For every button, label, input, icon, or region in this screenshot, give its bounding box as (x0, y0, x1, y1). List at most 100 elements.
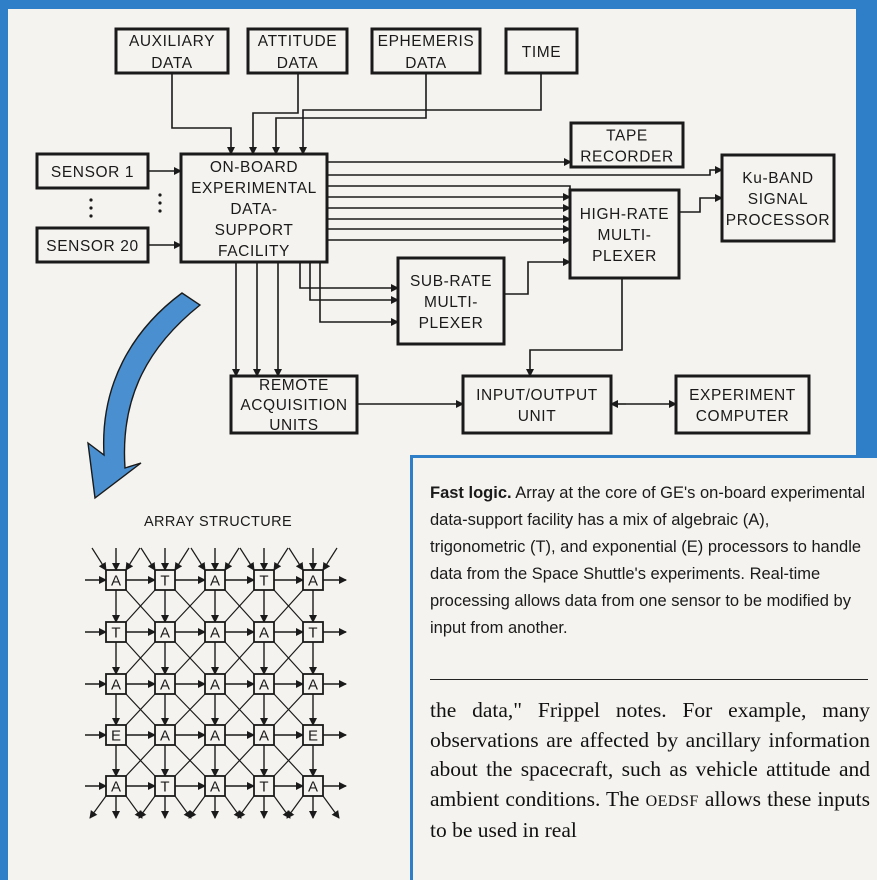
caption-text: Fast logic. Array at the core of GE's on… (430, 480, 868, 642)
array-cell: T (253, 775, 275, 797)
box-time: TIME (504, 27, 579, 75)
box-highrate-label: HIGH-RATE (580, 206, 670, 223)
array-cell-label: A (160, 728, 170, 745)
array-cell-label: A (111, 677, 121, 694)
box-remote-label: ACQUISITION (240, 397, 347, 414)
curved-arrow-icon (87, 292, 202, 500)
box-subrate-label: SUB-RATE (410, 273, 492, 290)
box-ku-label: PROCESSOR (726, 212, 830, 229)
array-cell: T (105, 621, 127, 643)
array-cell: A (204, 569, 226, 591)
array-diagonal (273, 547, 289, 571)
connector-line (272, 73, 427, 155)
box-auxiliary-label: DATA (151, 55, 192, 72)
array-cell-label: T (160, 779, 169, 796)
body-text-part2: allows these inputs to be used in real (430, 786, 870, 843)
array-cell: A (302, 569, 324, 591)
caption-rule (430, 679, 868, 680)
box-sensor20: SENSOR 20 (35, 226, 150, 264)
array-diagonal (89, 795, 107, 819)
array-cell: E (302, 724, 324, 746)
array-cell: T (302, 621, 324, 643)
array-cell: A (105, 569, 127, 591)
box-highrate: HIGH-RATE MULTI- PLEXER (568, 188, 681, 280)
figure-caption: Fast logic. Array at the core of GE's on… (413, 458, 877, 880)
array-cell: A (154, 724, 176, 746)
connector-line (309, 262, 399, 304)
connector-line (299, 262, 399, 292)
array-cell: A (154, 673, 176, 695)
box-sensor1-label: SENSOR 1 (51, 164, 134, 181)
array-diagonal (174, 744, 206, 777)
array-title: ARRAY STRUCTURE (144, 514, 292, 530)
array-diagonal (273, 589, 304, 623)
array-diagonal (188, 795, 206, 819)
box-ephemeris-label: DATA (405, 55, 446, 72)
box-highrate-label: MULTI- (597, 227, 651, 244)
box-attitude-label: ATTITUDE (258, 33, 337, 50)
box-oedsf-label: ON-BOARD (210, 159, 298, 176)
box-computer-label: EXPERIMENT (689, 387, 796, 404)
array-cell-label: T (259, 779, 268, 796)
array-diagonal (174, 589, 206, 623)
caption-body: Array at the core of GE's on-board exper… (430, 484, 866, 637)
array-cell-label: T (160, 573, 169, 590)
array-cell: E (105, 724, 127, 746)
connector-line (679, 194, 723, 213)
array-cell-label: A (111, 779, 121, 796)
array-diagonal (174, 547, 190, 571)
array-cell-label: A (259, 728, 269, 745)
array-diagonal (125, 744, 156, 777)
array-diagonal (273, 693, 304, 726)
box-oedsf-label: FACILITY (218, 243, 290, 260)
array-diagonal (138, 795, 156, 819)
array-diagonal (273, 744, 304, 777)
array-cell-label: A (259, 677, 269, 694)
array-cell: A (253, 621, 275, 643)
box-ephemeris-label: EPHEMERIS (378, 33, 475, 50)
array-cell: A (253, 724, 275, 746)
array-cell: A (204, 724, 226, 746)
array-cell: A (105, 775, 127, 797)
array-cell: A (302, 775, 324, 797)
array-cell-label: T (111, 625, 120, 642)
array-diagonal (91, 547, 107, 571)
array-diagonal (125, 589, 156, 623)
array-diagonal (288, 547, 304, 571)
array-cell: A (302, 673, 324, 695)
connector-line (504, 258, 571, 295)
array-cell: A (154, 621, 176, 643)
array-cell-label: A (160, 625, 170, 642)
array-diagonal (224, 641, 255, 675)
connector-line (171, 73, 235, 155)
array-diagonal (322, 547, 338, 571)
array-diagonal (125, 693, 156, 726)
array-cell-label: A (111, 573, 121, 590)
array-cell-label: A (210, 573, 220, 590)
box-highrate-label: PLEXER (592, 248, 657, 265)
box-ephemeris: EPHEMERIS DATA (370, 27, 482, 75)
box-oedsf-label: DATA- (230, 201, 277, 218)
array-cell-label: A (259, 625, 269, 642)
array-diagonal (174, 641, 206, 675)
array-cell: T (154, 569, 176, 591)
array-cell-label: T (259, 573, 268, 590)
box-oedsf-label: SUPPORT (215, 222, 294, 239)
box-subrate-label: PLEXER (419, 315, 484, 332)
sensor-ellipsis (89, 193, 162, 218)
box-remote-label: UNITS (269, 417, 319, 434)
connector-line (526, 278, 623, 377)
article-body: the data," Frippel notes. For example, m… (430, 696, 870, 846)
array-diagonal (140, 547, 156, 571)
array-cell-label: A (210, 677, 220, 694)
array-cell: T (253, 569, 275, 591)
box-ku-label: SIGNAL (748, 191, 808, 208)
array-cell-label: A (308, 779, 318, 796)
array-diagonal (237, 795, 255, 819)
